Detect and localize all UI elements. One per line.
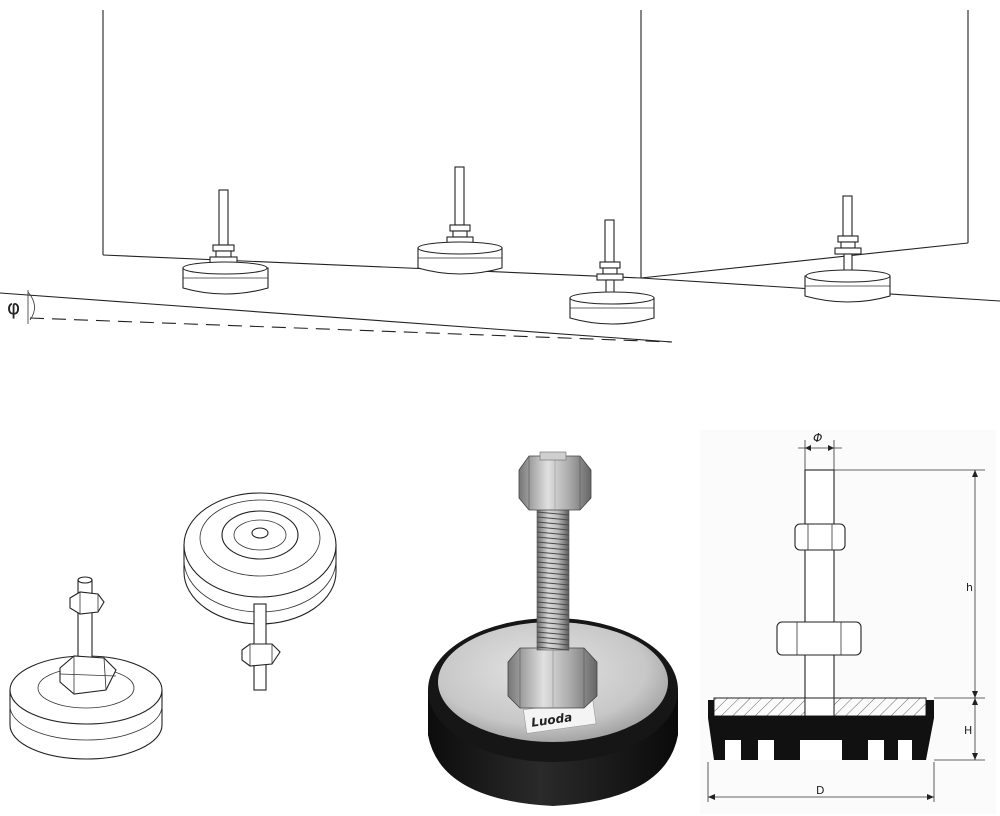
foot-isometric-view — [9, 576, 163, 760]
leveling-foot-4 — [804, 195, 891, 303]
rod-diameter-label: Φ — [813, 431, 822, 445]
angle-symbol: φ — [7, 295, 20, 319]
level-reference-line — [29, 317, 673, 343]
machine-on-floor-diagram: φ — [0, 10, 1000, 343]
floor-line — [0, 292, 673, 343]
foot-photo: Luoda — [428, 451, 678, 806]
leveling-foot-2 — [417, 166, 503, 275]
leveling-foot-1 — [182, 189, 269, 295]
label-sticker-text: Luoda — [530, 710, 573, 730]
leveling-foot-3 — [569, 219, 655, 325]
dimension-drawing: Φ h H D — [700, 430, 996, 814]
base-height-label: H — [964, 724, 972, 737]
base-diameter-label: D — [816, 784, 824, 797]
base-nut — [507, 647, 598, 709]
thread-height-label: h — [966, 581, 973, 594]
foot-underside-view — [183, 492, 337, 691]
